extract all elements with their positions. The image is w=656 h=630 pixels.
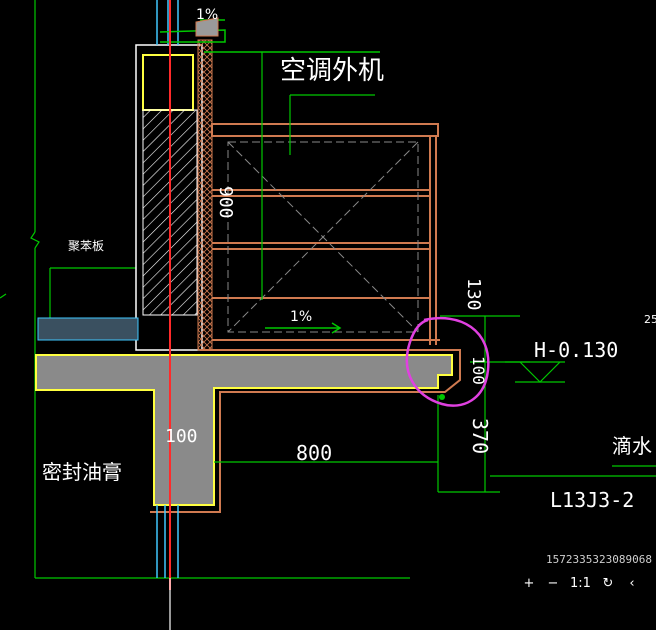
rotate-icon[interactable]: ↻ [602, 576, 614, 591]
ac-unit-label: 空调外机 [280, 56, 385, 86]
image-id: 1572335323089068 [546, 553, 652, 566]
dim-900: 900 [215, 186, 236, 219]
viewer-toolbar: + − 1:1 ↻ ‹ [522, 576, 639, 591]
window-frame-bottom [156, 505, 179, 578]
dim-130: 130 [463, 278, 484, 311]
edge-text: 25 [644, 313, 656, 326]
dim-100-right: 100 [469, 356, 488, 385]
slope-arrow [265, 322, 342, 334]
left-green-lines [0, 0, 410, 579]
top-slope-ledge [159, 19, 380, 53]
elevation-label: H-0.130 [534, 338, 619, 362]
window-frame-top [156, 0, 179, 45]
slope-top-label: 1% [196, 7, 219, 23]
ac-unit-box [227, 141, 419, 333]
dim-800: 800 [296, 441, 333, 465]
wall-column [135, 39, 213, 351]
zoom-in-button[interactable]: + [523, 576, 535, 591]
back-icon[interactable]: ‹ [629, 576, 635, 591]
zoom-out-button[interactable]: − [547, 576, 559, 591]
actual-size-button[interactable]: 1:1 [570, 576, 591, 591]
drip-label: 滴水 [612, 434, 652, 458]
annotation-circle [405, 316, 490, 407]
dim-370: 370 [468, 418, 492, 455]
sealant-label: 密封油膏 [42, 460, 122, 484]
slope-mid-label: 1% [290, 309, 313, 325]
small-material-label: 聚苯板 [68, 239, 105, 253]
dim-100-left: 100 [165, 426, 198, 447]
dimension-lines [214, 52, 656, 493]
reference-label: L13J3-2 [550, 488, 635, 512]
ac-rack [211, 123, 440, 345]
insulation-strip [37, 317, 139, 341]
slab [35, 349, 461, 513]
